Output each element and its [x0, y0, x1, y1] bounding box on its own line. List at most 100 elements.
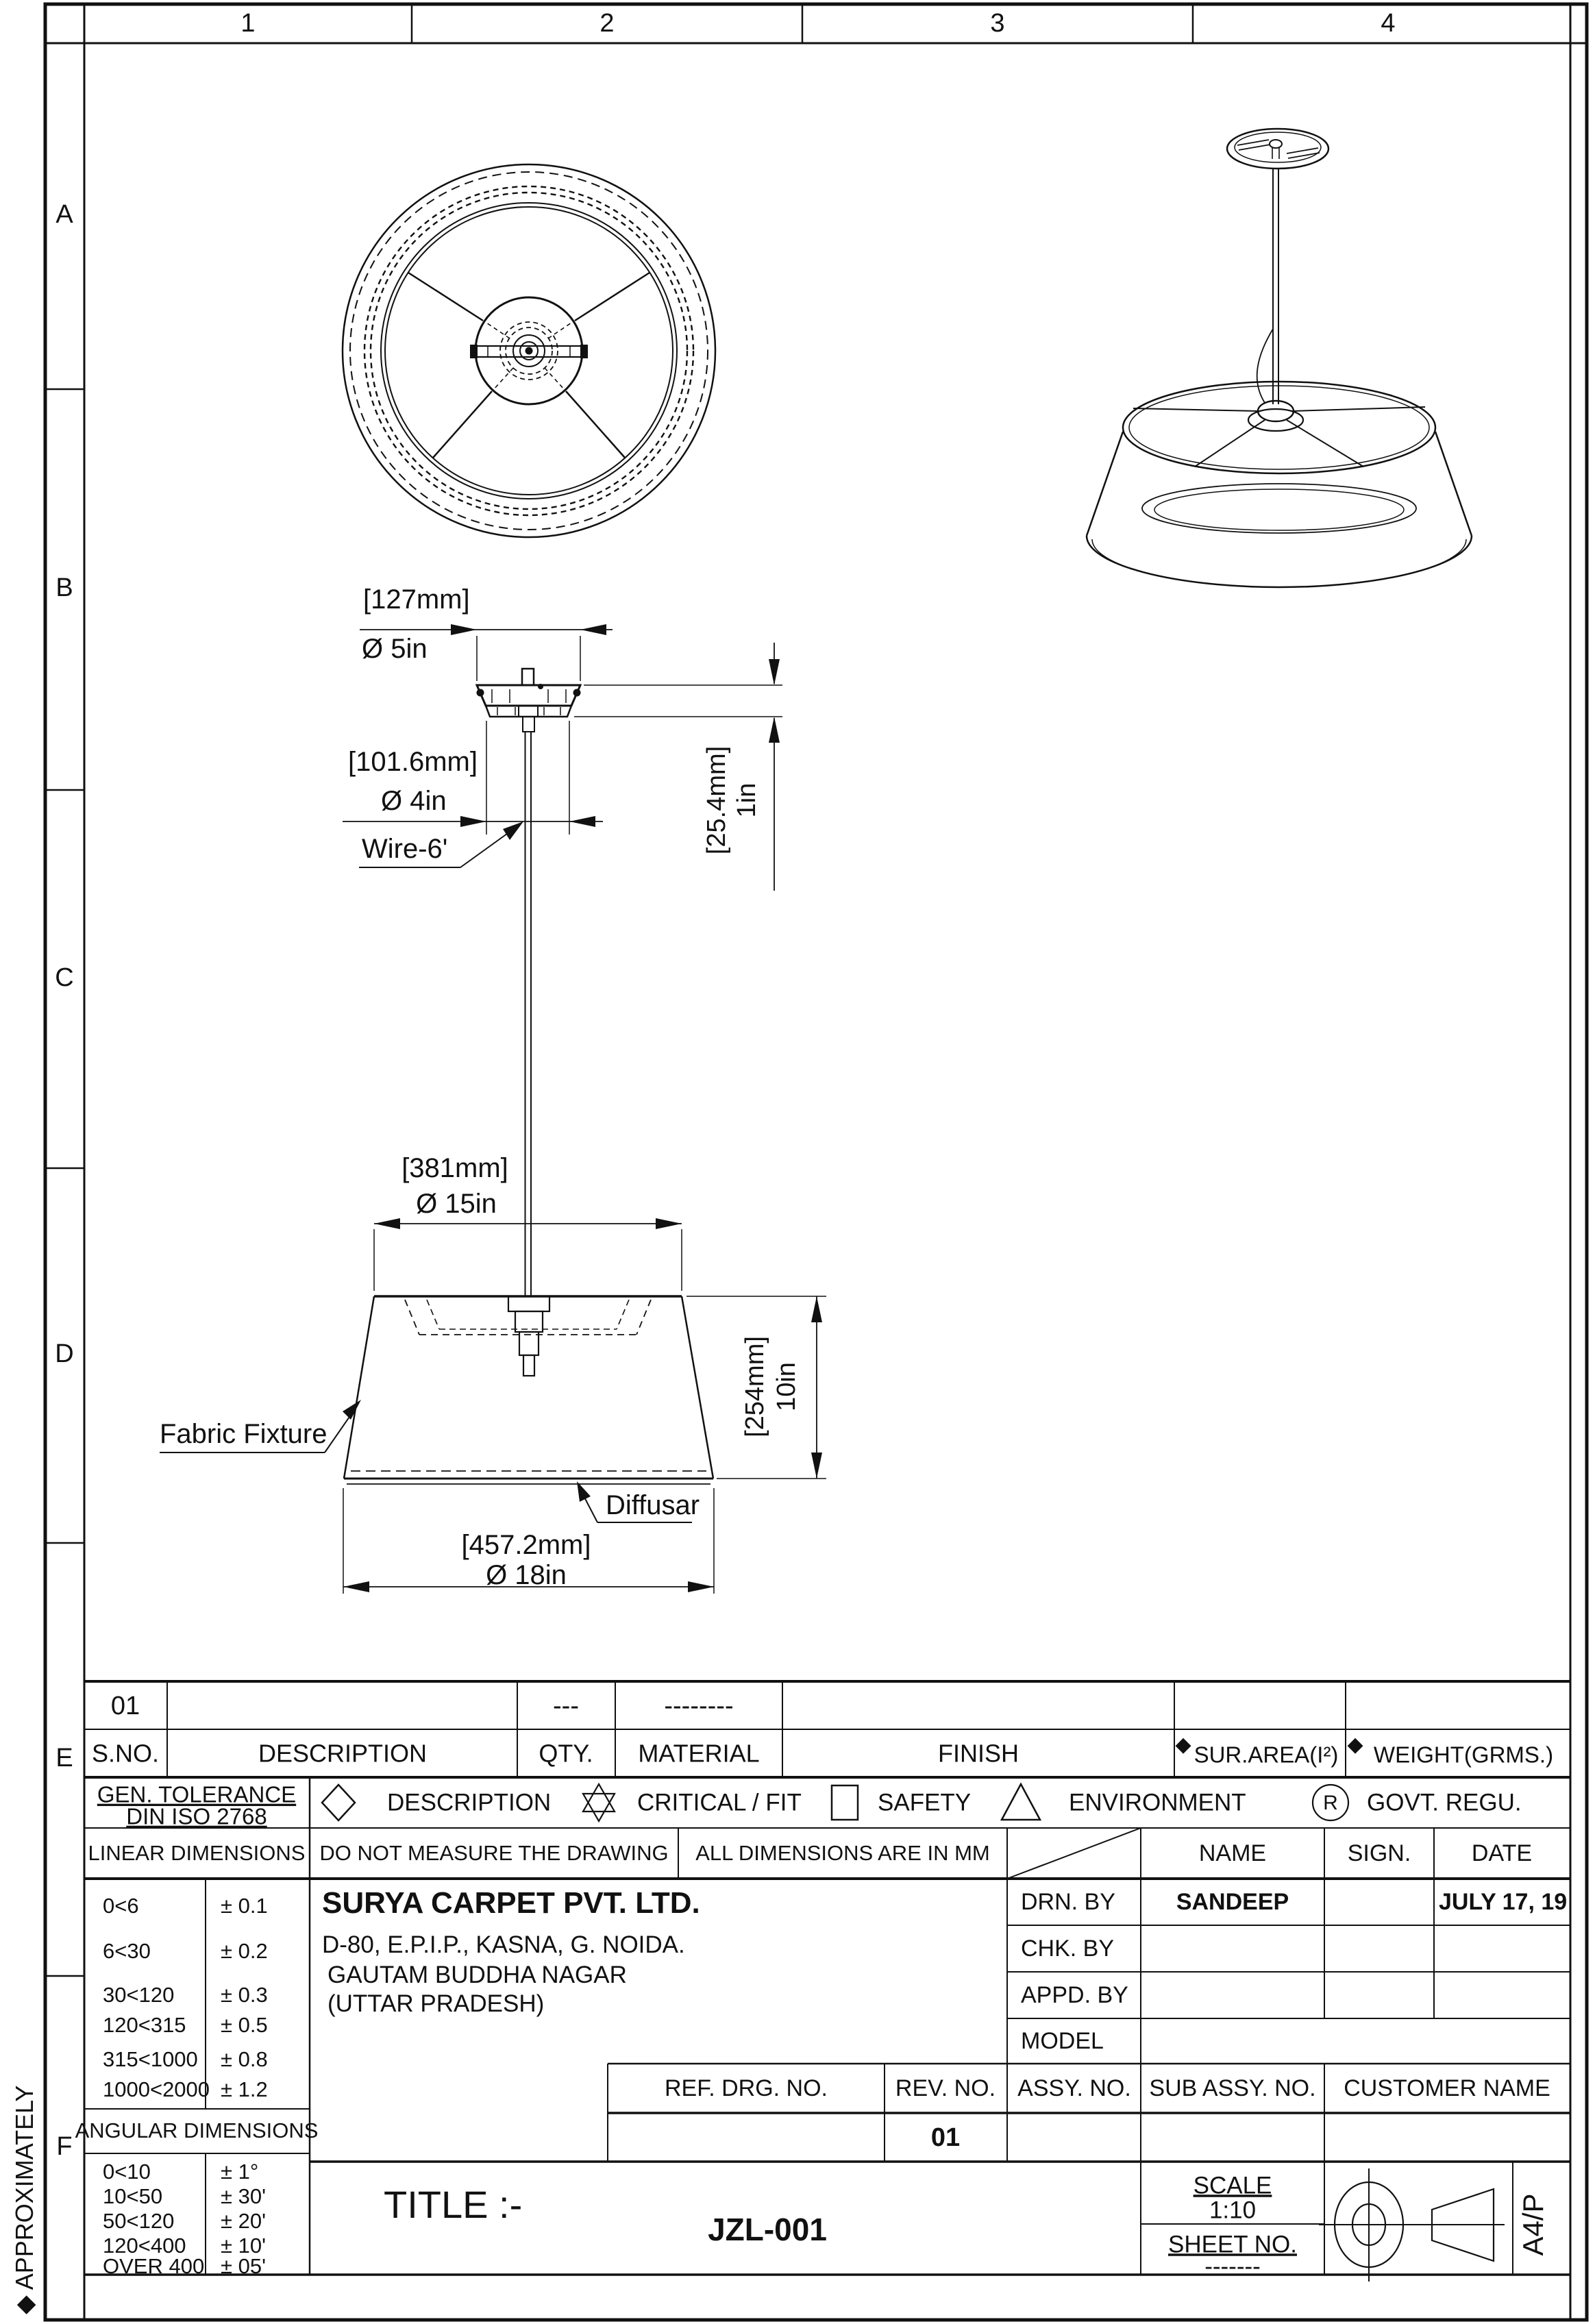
- canopy-detail-view: [475, 667, 582, 1296]
- lin-tol-range: 0<6: [103, 1894, 139, 1918]
- header-weight: WEIGHT(GRMS.): [1374, 1742, 1553, 1768]
- dim-dia5: Ø 5in: [362, 634, 428, 664]
- header-sur-area: SUR.AREA(I²): [1194, 1742, 1339, 1768]
- lin-tol-value: ± 1.2: [221, 2077, 268, 2101]
- star-icon: [582, 1782, 616, 1823]
- dim-dia5-bracket: [127mm]: [363, 584, 470, 615]
- r-circle-icon: R: [1311, 1783, 1350, 1822]
- lin-tol-value: ± 0.8: [221, 2047, 268, 2071]
- sub-assy-no-header: SUB ASSY. NO.: [1149, 2075, 1315, 2101]
- dim-height-bracket: [25.4mm]: [702, 746, 731, 854]
- ang-tol-value: ± 20': [221, 2209, 266, 2233]
- part-material-value: --------: [664, 1692, 733, 1720]
- appd-by-label: APPD. BY: [1021, 1982, 1128, 2008]
- perspective-view: [1085, 127, 1473, 589]
- shade-top-view: [341, 163, 717, 539]
- lin-tol-range: 30<120: [103, 1983, 174, 2007]
- dim-dia4: Ø 4in: [381, 786, 447, 816]
- scale-label: SCALE: [1194, 2172, 1272, 2199]
- gen-tolerance-line1: GEN. TOLERANCE: [97, 1782, 296, 1807]
- lin-tol-value: ± 0.3: [221, 1983, 268, 2007]
- lin-tol-range: 6<30: [103, 1939, 151, 1963]
- zone-row-f: F: [56, 2132, 72, 2161]
- angular-dimensions-label: ANGULAR DIMENSIONS: [75, 2118, 319, 2142]
- diamond-outline-icon: [321, 1783, 356, 1822]
- sign-header: SIGN.: [1348, 1840, 1411, 1866]
- tolerance-table: 0<6 ± 0.1 6<30 ± 0.2 30<120 ± 0.3 120<31…: [75, 1894, 319, 2278]
- symbols-legend-row: GEN. TOLERANCE DIN ISO 2768 DESCRIPTION …: [97, 1782, 1522, 1829]
- shade-front-dimensions: [381mm] Ø 15in [254mm] 10in Fabric Fixtu…: [160, 1153, 826, 1594]
- zone-col-4: 4: [1381, 9, 1395, 38]
- zone-col-2: 2: [599, 9, 614, 38]
- drn-by-label: DRN. BY: [1021, 1889, 1115, 1915]
- ang-tol-value: ± 05': [221, 2254, 266, 2278]
- legend-safety: SAFETY: [878, 1789, 971, 1816]
- svg-text:R: R: [1323, 1792, 1338, 1814]
- lin-tol-value: ± 0.1: [221, 1894, 268, 1918]
- sheet-frame: 1 2 3 4 A B C D E F ◆ APPROXIMATELY: [10, 2, 1589, 2322]
- zone-row-b: B: [55, 573, 73, 602]
- ref-row: REF. DRG. NO. REV. NO. ASSY. NO. SUB ASS…: [665, 2075, 1550, 2152]
- lin-tol-range: 315<1000: [103, 2047, 198, 2071]
- all-dims-note: ALL DIMENSIONS ARE IN MM: [695, 1841, 990, 1865]
- scale-value: 1:10: [1209, 2197, 1256, 2223]
- dim-dia4-bracket: [101.6mm]: [348, 747, 478, 777]
- square-icon: [830, 1784, 859, 1821]
- lin-tol-value: ± 0.5: [221, 2013, 268, 2037]
- drawing-number: JZL-001: [708, 2212, 827, 2247]
- ang-tol-value: ± 1°: [221, 2160, 258, 2184]
- part-qty-value: ---: [553, 1692, 579, 1720]
- approvals-block: DRN. BY SANDEEP JULY 17, 19 CHK. BY APPD…: [1021, 1889, 1567, 2054]
- assy-no-header: ASSY. NO.: [1017, 2075, 1131, 2101]
- projection-symbol-icon: [1319, 2168, 1505, 2282]
- dim-dia15: Ø 15in: [416, 1189, 497, 1219]
- zone-row-e: E: [55, 1744, 73, 1772]
- company-address2: GAUTAM BUDDHA NAGAR: [327, 1962, 627, 1988]
- ang-tol-value: ± 30': [221, 2184, 266, 2208]
- rev-no-header: REV. NO.: [895, 2075, 996, 2101]
- customer-name-header: CUSTOMER NAME: [1344, 2075, 1550, 2101]
- fabric-fixture-label: Fabric Fixture: [160, 1419, 327, 1449]
- diffuser-label: Diffusar: [606, 1490, 700, 1520]
- parts-table: 01 --- -------- S.NO. DESCRIPTION QTY. M…: [92, 1692, 1553, 1768]
- header-material: MATERIAL: [638, 1740, 759, 1768]
- zone-col-3: 3: [990, 9, 1004, 38]
- diamond-icon: ◆: [1347, 1733, 1363, 1756]
- rev-no-value: 01: [931, 2123, 960, 2152]
- sheet-no-value: -------: [1204, 2253, 1261, 2279]
- header-description: DESCRIPTION: [258, 1740, 427, 1768]
- part-sno-value: 01: [111, 1692, 140, 1720]
- legend-critical: CRITICAL / FIT: [637, 1789, 802, 1816]
- header-finish: FINISH: [938, 1740, 1019, 1768]
- dim-dia18: Ø 18in: [486, 1560, 567, 1590]
- zone-row-a: A: [55, 200, 73, 229]
- sheet-no-label: SHEET NO.: [1168, 2231, 1297, 2258]
- header-sno: S.NO.: [92, 1740, 159, 1768]
- canopy-dimensions: [127mm] Ø 5in [101.6mm] Ø 4in [25.4mm] 1…: [343, 584, 782, 891]
- dim-dia15-bracket: [381mm]: [401, 1153, 508, 1183]
- company-block: SURYA CARPET PVT. LTD. D-80, E.P.I.P., K…: [322, 1886, 700, 2017]
- company-name: SURYA CARPET PVT. LTD.: [322, 1886, 700, 1920]
- drn-by-name: SANDEEP: [1176, 1889, 1289, 1915]
- zone-col-1: 1: [240, 9, 255, 38]
- header-qty: QTY.: [539, 1740, 593, 1768]
- paper-size: A4/P: [1517, 2193, 1549, 2255]
- linear-dimensions-label: LINEAR DIMENSIONS: [88, 1841, 306, 1865]
- shade-front-view: [343, 1295, 715, 1485]
- company-address3: (UTTAR PRADESH): [327, 1990, 544, 2017]
- triangle-icon: [1000, 1782, 1042, 1821]
- ang-tol-value: ± 10': [221, 2234, 266, 2258]
- name-header: NAME: [1199, 1840, 1266, 1866]
- dimension-notes-row: LINEAR DIMENSIONS DO NOT MEASURE THE DRA…: [88, 1840, 1533, 1866]
- wire-label: Wire-6': [362, 834, 447, 864]
- ang-tol-range: 120<400: [103, 2234, 186, 2258]
- legend-govt: GOVT. REGU.: [1367, 1789, 1522, 1816]
- dim-dia18-bracket: [457.2mm]: [462, 1530, 591, 1560]
- gen-tolerance-line2: DIN ISO 2768: [126, 1804, 267, 1829]
- ang-tol-range: 10<50: [103, 2184, 162, 2208]
- legend-description: DESCRIPTION: [387, 1789, 551, 1816]
- legend-environment: ENVIRONMENT: [1069, 1789, 1246, 1816]
- drn-by-date: JULY 17, 19: [1439, 1889, 1567, 1915]
- ref-drg-no-header: REF. DRG. NO.: [665, 2075, 828, 2101]
